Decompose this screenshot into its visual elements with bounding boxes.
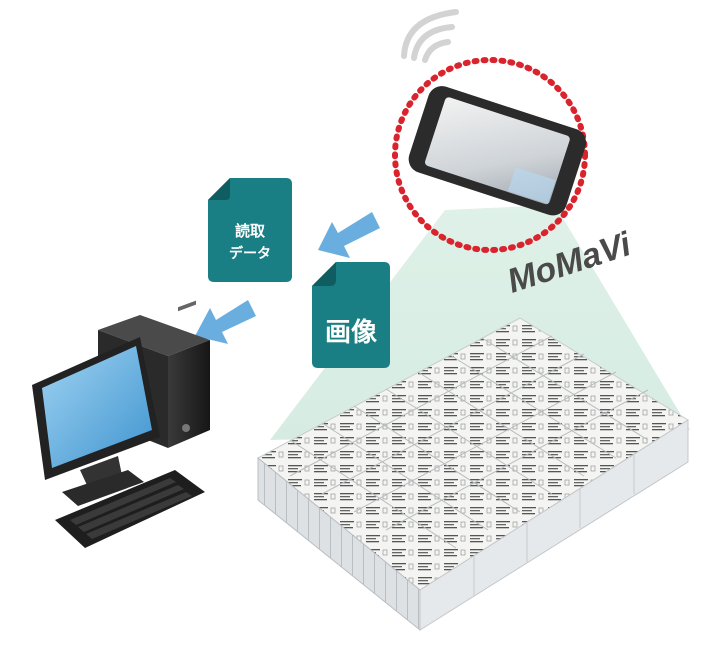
phone-highlight-circle <box>392 57 588 253</box>
smartphone-icon <box>408 86 587 216</box>
read-data-line2: データ <box>229 245 271 262</box>
image-label: 画像 <box>325 318 378 348</box>
arrow-phone-to-documents <box>318 212 380 258</box>
desktop-computer-icon <box>32 300 210 548</box>
arrow-documents-to-computer <box>195 300 256 344</box>
read-data-document: 読取 データ <box>208 178 292 282</box>
document-stack-icon <box>257 317 689 632</box>
wifi-icon <box>401 9 459 63</box>
read-data-line1: 読取 <box>235 222 266 240</box>
image-document: 画像 <box>312 262 390 368</box>
